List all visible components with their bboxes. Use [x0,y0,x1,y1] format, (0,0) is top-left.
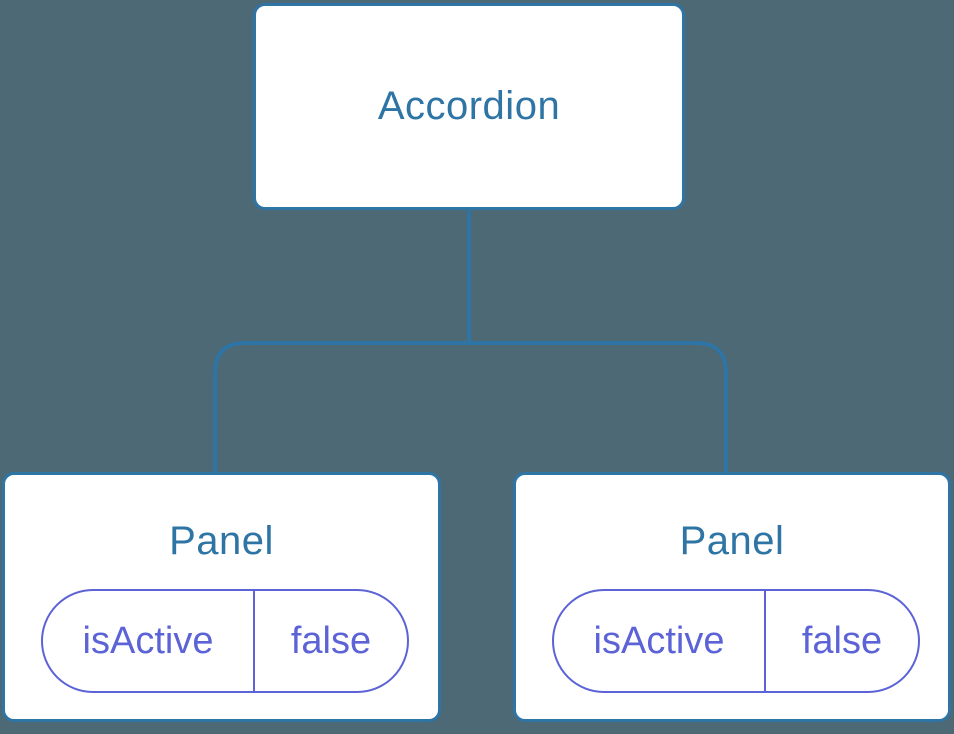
prop-value: false [290,619,372,662]
accordion-node: Accordion [253,3,685,210]
prop-pill: isActive false [552,589,920,693]
prop-value: false [801,619,883,662]
panel-node-label: Panel [169,519,274,563]
accordion-node-label: Accordion [377,84,561,128]
prop-name: isActive [554,591,766,691]
connector-branch-right [469,341,728,473]
prop-name: isActive [43,591,255,691]
panel-node-label: Panel [679,519,785,563]
connector-branch-left [213,341,469,473]
panel-node-right: Panel isActive false [513,472,951,722]
prop-pill: isActive false [41,589,409,693]
panel-node-left: Panel isActive false [2,472,441,722]
